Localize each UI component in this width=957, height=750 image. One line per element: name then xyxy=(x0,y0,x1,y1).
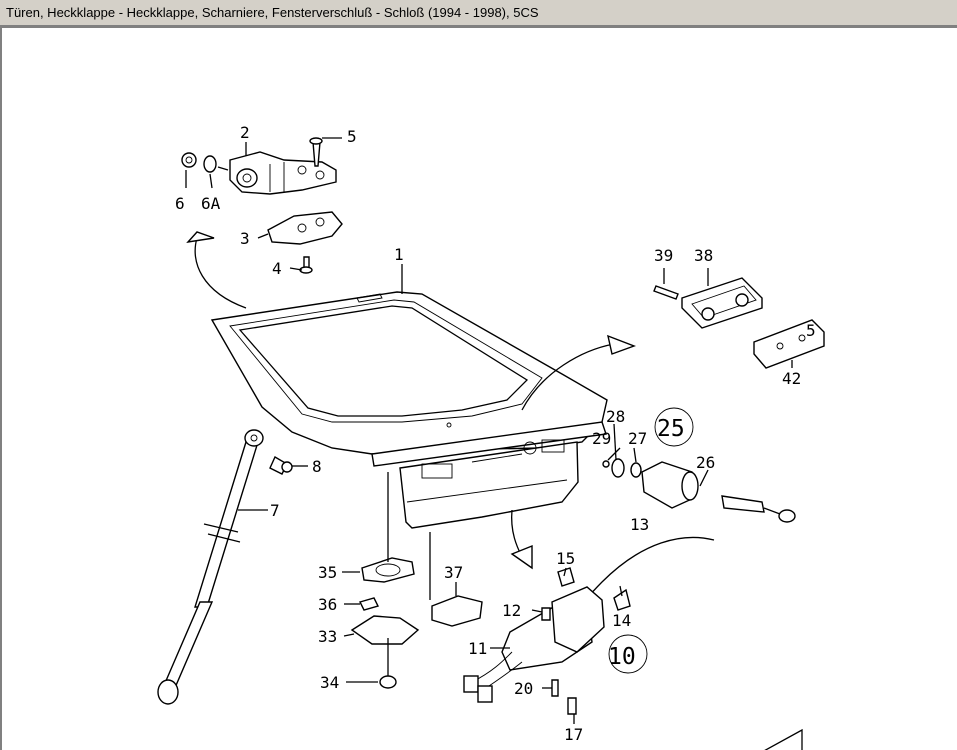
callout-10: 10 xyxy=(608,644,636,670)
bolt-5-top xyxy=(312,141,321,167)
callout-5-right: 5 xyxy=(806,321,816,340)
parts-diagram: 2 5 6 6A 3 4 1 8 7 39 38 5 42 28 25 29 2… xyxy=(157,123,825,750)
window-titlebar: Türen, Heckklappe - Heckklappe, Scharnie… xyxy=(0,0,957,26)
callout-38: 38 xyxy=(694,246,713,265)
callout-25: 25 xyxy=(657,416,685,442)
striker-assembly xyxy=(653,277,825,369)
callout-12: 12 xyxy=(502,601,521,620)
callout-6a: 6A xyxy=(201,194,221,213)
hinge-part-2 xyxy=(229,151,337,195)
corner-fragment xyxy=(764,728,803,750)
callout-36: 36 xyxy=(318,595,337,614)
callout-15: 15 xyxy=(556,549,575,568)
nut-6 xyxy=(181,152,197,168)
callout-26: 26 xyxy=(696,453,715,472)
callout-6: 6 xyxy=(175,194,185,213)
hinge-part-3 xyxy=(267,211,343,245)
callout-8: 8 xyxy=(312,457,322,476)
callout-7: 7 xyxy=(270,501,280,520)
callout-5-top: 5 xyxy=(347,127,357,146)
callout-13: 13 xyxy=(630,515,649,534)
callout-35: 35 xyxy=(318,563,337,582)
callout-2: 2 xyxy=(240,123,250,142)
callout-10-circle xyxy=(608,634,648,674)
direction-arrows xyxy=(186,231,636,570)
callout-25-circle xyxy=(654,407,694,447)
callout-37: 37 xyxy=(444,563,463,582)
parts-diagram-panel: 2 5 6 6A 3 4 1 8 7 39 38 5 42 28 25 29 2… xyxy=(0,26,957,750)
callout-34: 34 xyxy=(320,673,339,692)
callout-28: 28 xyxy=(606,407,625,426)
callout-14: 14 xyxy=(612,611,631,630)
lock-assembly xyxy=(463,536,715,715)
hinge-assembly xyxy=(181,137,343,274)
window-title: Türen, Heckklappe - Heckklappe, Scharnie… xyxy=(6,5,539,20)
callout-39: 39 xyxy=(654,246,673,265)
callout-11: 11 xyxy=(468,639,487,658)
callout-20: 20 xyxy=(514,679,533,698)
handle-assembly xyxy=(350,472,483,689)
callout-labels: 2 5 6 6A 3 4 1 8 7 39 38 5 42 28 25 29 2… xyxy=(175,123,816,744)
gas-strut-7 xyxy=(157,429,293,705)
callout-3: 3 xyxy=(240,229,250,248)
callout-27: 27 xyxy=(628,429,647,448)
callout-1: 1 xyxy=(394,245,404,264)
callout-29: 29 xyxy=(592,429,611,448)
washer-6a xyxy=(203,155,217,173)
callout-42: 42 xyxy=(782,369,801,388)
lock-cylinder-assembly xyxy=(602,458,796,523)
callout-17: 17 xyxy=(564,725,583,744)
tailgate-1 xyxy=(210,291,608,529)
leader-lines xyxy=(185,137,793,724)
callout-33: 33 xyxy=(318,627,337,646)
callout-4: 4 xyxy=(272,259,282,278)
